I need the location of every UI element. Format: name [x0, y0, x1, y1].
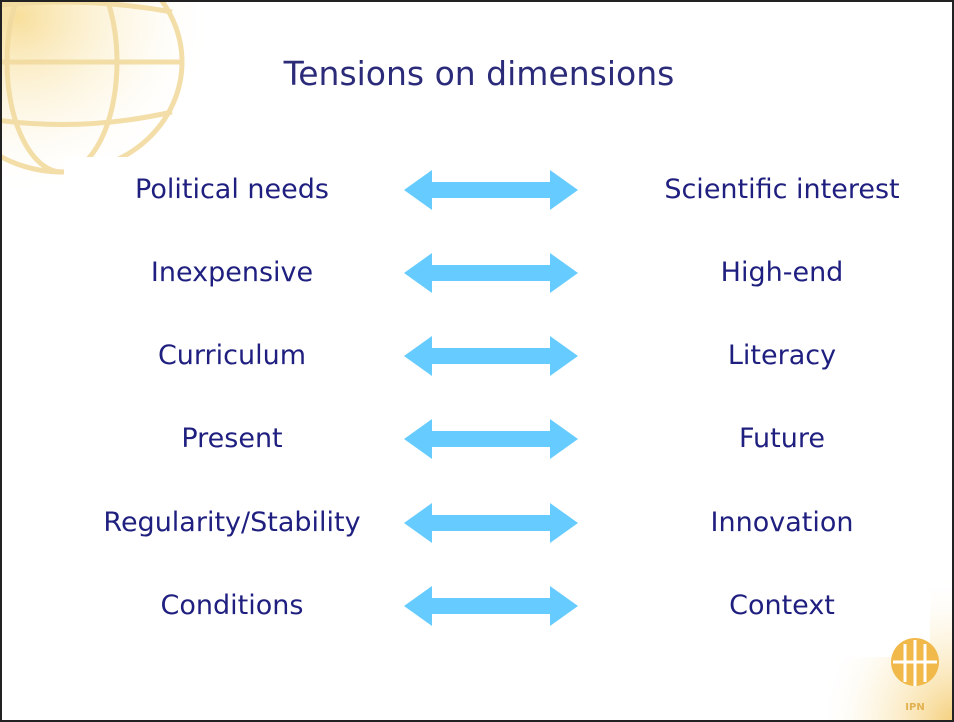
- globe-icon: [2, 2, 185, 175]
- tension-row: Regularity/Stability Innovation: [2, 488, 952, 558]
- right-dimension-label: High-end: [720, 257, 844, 288]
- double-arrow-icon: [404, 170, 578, 210]
- right-dimension-label: Innovation: [710, 507, 854, 538]
- right-dimension-label: Scientific interest: [664, 174, 900, 205]
- left-dimension-label: Regularity/Stability: [103, 507, 361, 538]
- tension-row: Curriculum Literacy: [2, 321, 952, 391]
- left-dimension-label: Present: [181, 423, 283, 454]
- double-arrow-icon: [404, 253, 578, 293]
- slide-title: Tensions on dimensions: [283, 54, 675, 93]
- tension-row: Present Future: [2, 404, 952, 474]
- left-dimension-label: Political needs: [135, 174, 329, 205]
- right-dimension-label: Future: [739, 423, 825, 454]
- left-dimension-label: Conditions: [160, 590, 304, 621]
- double-arrow-icon: [404, 419, 578, 459]
- double-arrow-icon: [404, 336, 578, 376]
- right-dimension-label: Context: [729, 590, 835, 621]
- content-panel: [64, 157, 930, 657]
- tension-row: Inexpensive High-end: [2, 238, 952, 308]
- right-dimension-label: Literacy: [727, 340, 837, 371]
- left-dimension-label: Curriculum: [157, 340, 307, 371]
- ipn-logo: IPN: [891, 638, 939, 713]
- double-arrow-icon: [404, 503, 578, 543]
- left-dimension-label: Inexpensive: [150, 257, 314, 288]
- tension-row: Conditions Context: [2, 571, 952, 641]
- ipn-logo-text: IPN: [905, 702, 924, 713]
- tension-row: Political needs Scientific interest: [2, 155, 952, 225]
- double-arrow-icon: [404, 586, 578, 626]
